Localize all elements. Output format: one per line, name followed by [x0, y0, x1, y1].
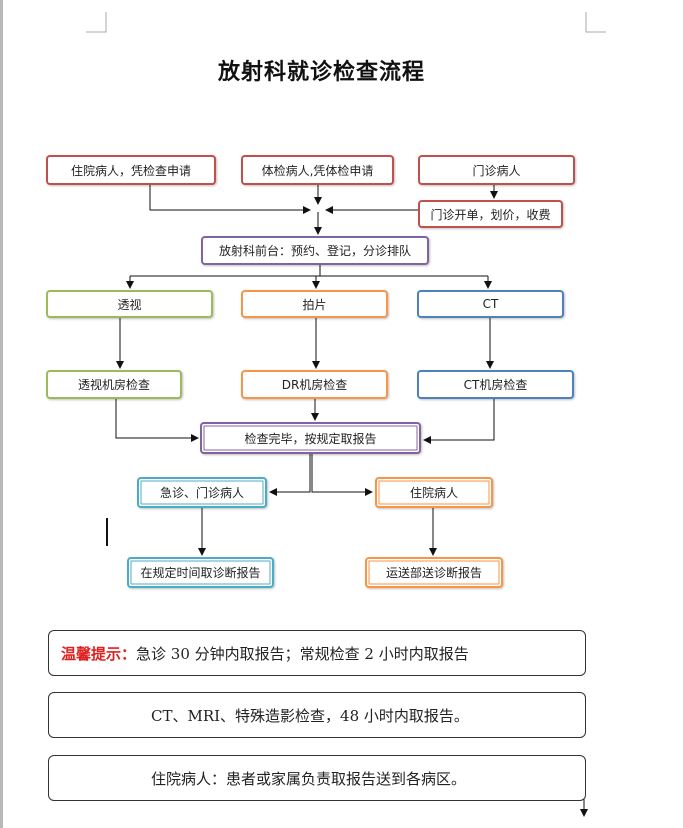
inpatient-note-text: 住院病人：患者或家属负责取报告送到各病区。: [151, 769, 467, 788]
inpatient-request-label: 住院病人，凭检查申请: [70, 163, 191, 178]
ct-room-label: CT机房检查: [463, 378, 528, 392]
delivery-label: 运送部送诊断报告: [385, 566, 482, 580]
pickup-on-time-label: 在规定时间取诊断报告: [140, 566, 261, 580]
page-corner-mark-left: [86, 12, 107, 33]
emergency-outpatient-label: 急诊、门诊病人: [159, 486, 244, 500]
physical-exam-box: 体检病人,凭体检申请: [241, 155, 394, 185]
outpatient-box: 门诊病人: [418, 155, 575, 185]
ct-label: CT: [482, 297, 499, 311]
exam-done-label: 检查完毕，按规定取报告: [244, 431, 377, 446]
fluoroscopy-room-box: 透视机房检查: [46, 370, 182, 399]
emergency-outpatient-box: 急诊、门诊病人: [137, 477, 267, 508]
ct-room-box: CT机房检查: [417, 370, 574, 399]
ct-mri-text: CT、MRI、特殊造影检查，48 小时内取报告。: [151, 706, 469, 725]
front-desk-box: 放射科前台：预约、登记，分诊排队: [201, 236, 429, 265]
page-title: 放射科就诊检查流程: [217, 59, 425, 85]
page-left-border: [0, 0, 3, 828]
fluoroscopy-box: 透视: [46, 290, 213, 318]
ct-box: CT: [417, 290, 564, 318]
page-corner-mark-right: [585, 12, 606, 33]
outpatient-label: 门诊病人: [472, 163, 521, 178]
inpatient-box: 住院病人: [375, 477, 493, 508]
front-desk-label: 放射科前台：预约、登记，分诊排队: [218, 244, 411, 258]
outpatient-billing-label: 门诊开单，划价，收费: [430, 207, 551, 222]
text-cursor: [106, 518, 108, 546]
radiography-label: 拍片: [302, 297, 327, 312]
ct-mri-note: CT、MRI、特殊造影检查，48 小时内取报告。: [48, 692, 586, 738]
physical-exam-label: 体检病人,凭体检申请: [261, 163, 374, 178]
tip-note: 温馨提示： 急诊 30 分钟内取报告；常规检查 2 小时内取报告: [48, 630, 586, 676]
pickup-on-time-box: 在规定时间取诊断报告: [127, 557, 274, 588]
radiography-box: 拍片: [241, 290, 388, 318]
inpatient-label: 住院病人: [409, 486, 458, 500]
inpatient-note: 住院病人：患者或家属负责取报告送到各病区。: [48, 755, 586, 801]
tip-text: 急诊 30 分钟内取报告；常规检查 2 小时内取报告: [136, 644, 469, 663]
dr-room-label: DR机房检查: [281, 378, 348, 392]
tip-label: 温馨提示：: [61, 644, 137, 663]
inpatient-request-box: 住院病人，凭检查申请: [46, 155, 216, 185]
outpatient-billing-box: 门诊开单，划价，收费: [418, 200, 563, 228]
delivery-box: 运送部送诊断报告: [365, 557, 503, 588]
dr-room-box: DR机房检查: [241, 370, 388, 399]
fluoroscopy-room-label: 透视机房检查: [77, 378, 150, 392]
fluoroscopy-label: 透视: [117, 297, 142, 312]
exam-done-box: 检查完毕，按规定取报告: [200, 422, 421, 454]
